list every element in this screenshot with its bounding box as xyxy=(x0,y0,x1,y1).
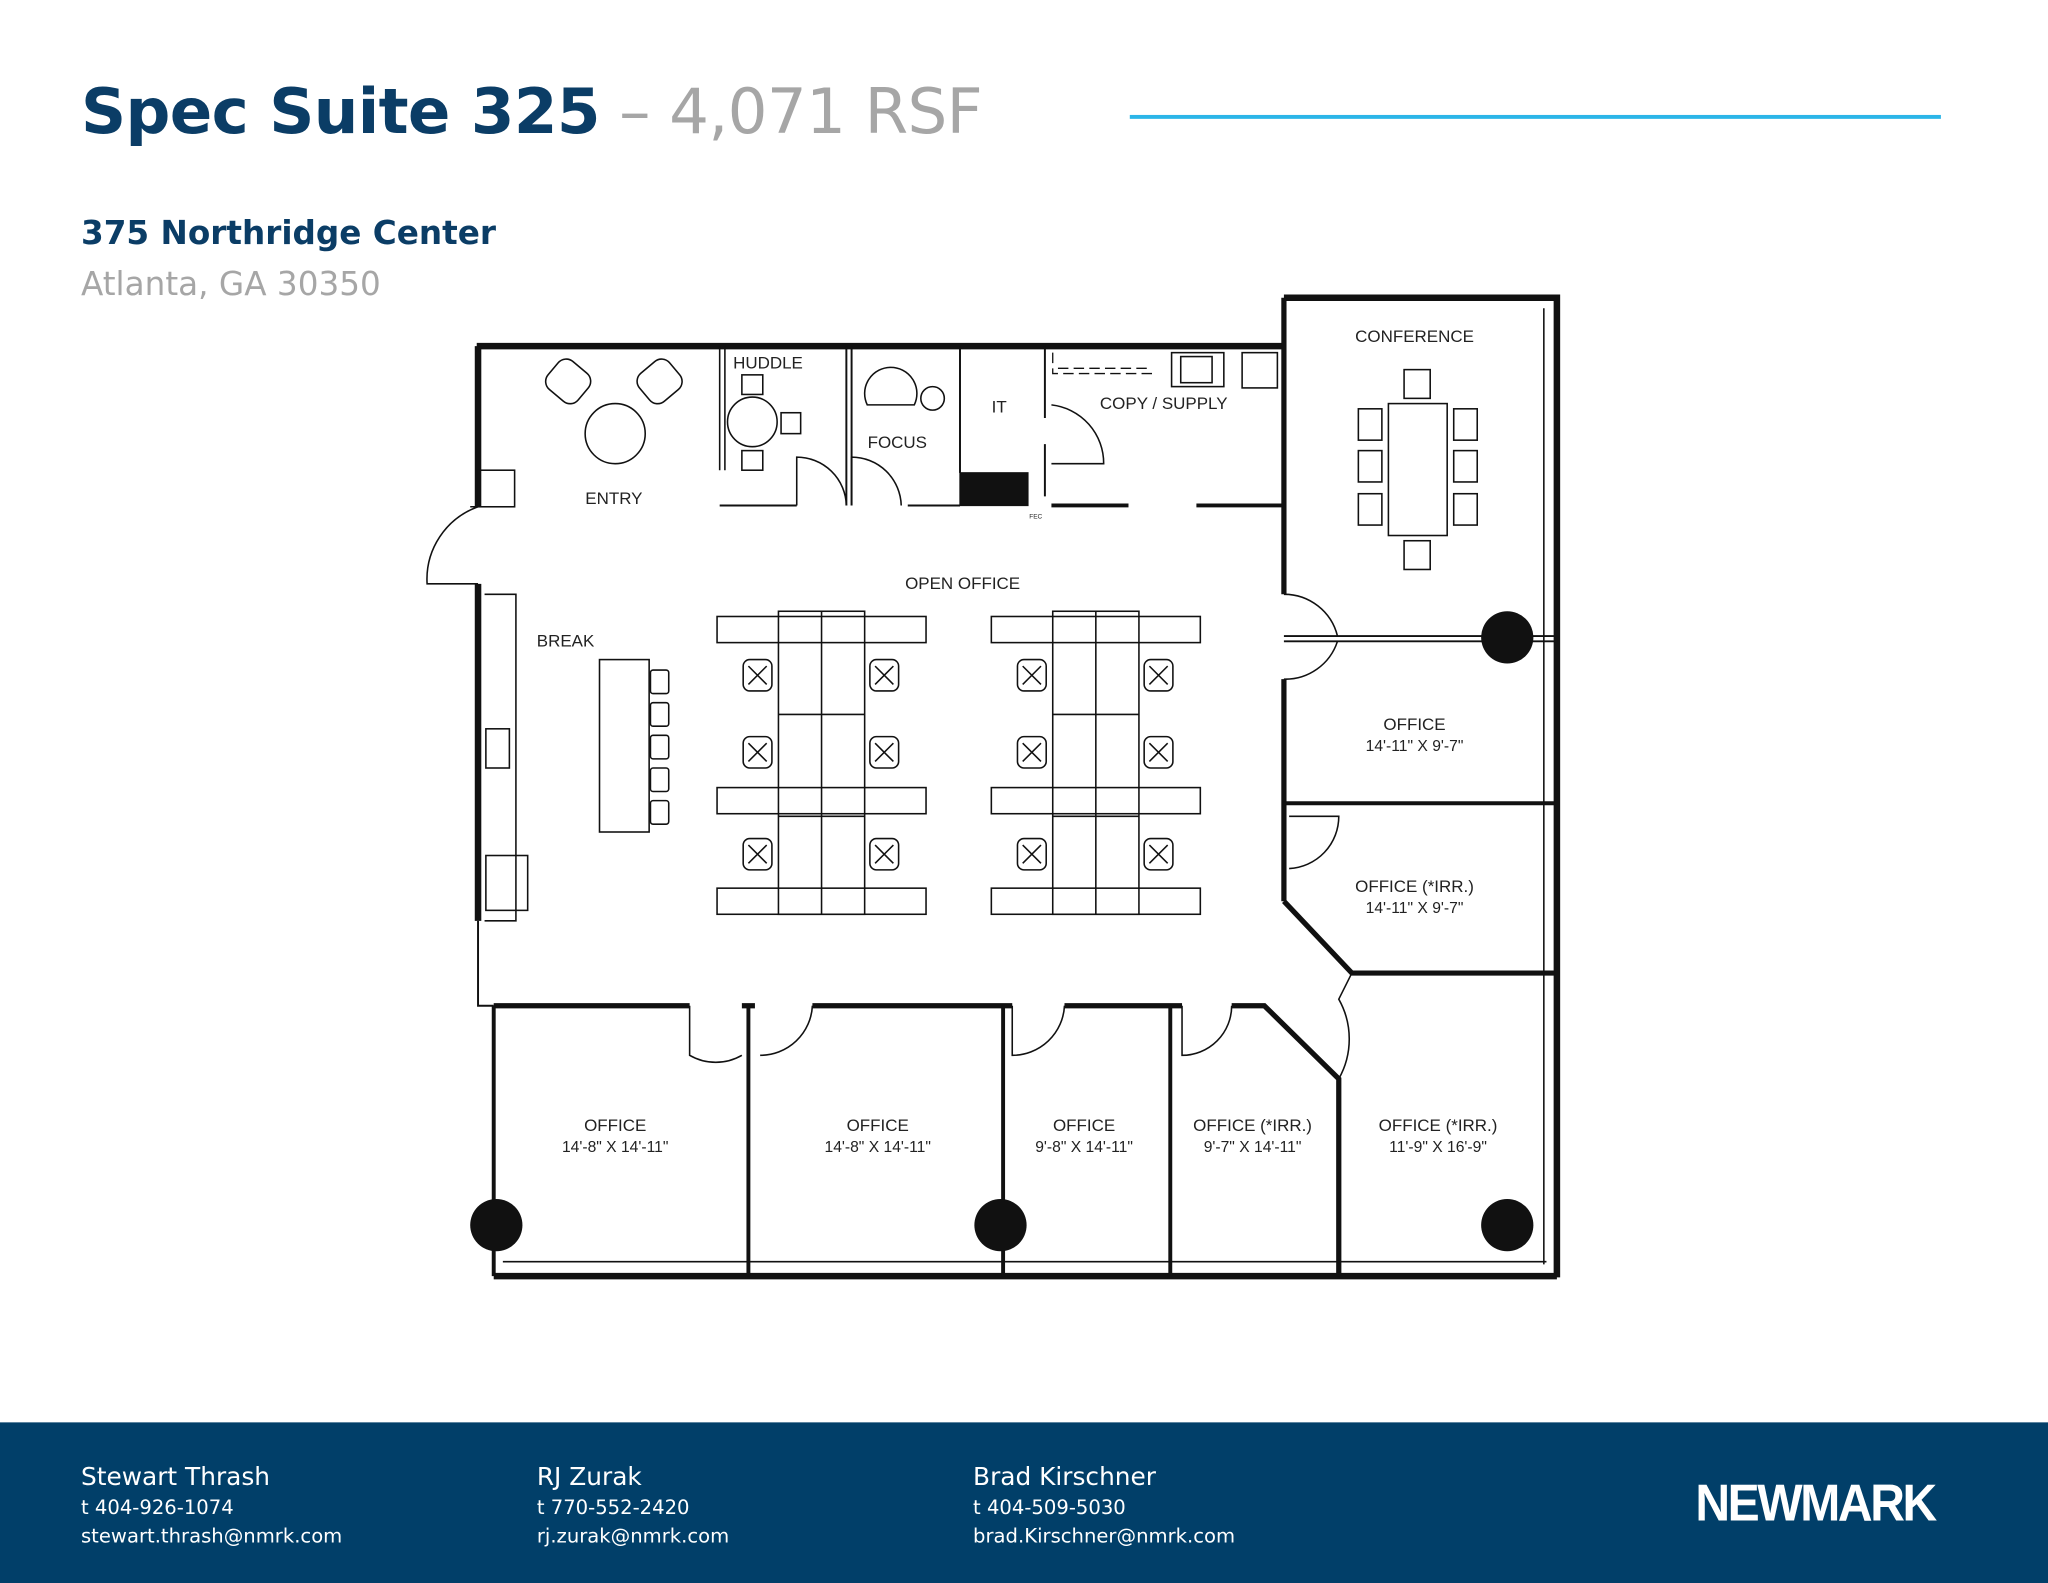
room-label-copy-supply: COPY / SUPPLY xyxy=(1100,394,1228,413)
task-chair xyxy=(1143,658,1174,692)
contact-name: Stewart Thrash xyxy=(80,1462,271,1492)
task-chair xyxy=(869,837,900,871)
furniture xyxy=(544,358,946,471)
bar-stool xyxy=(649,799,670,825)
bar-stool xyxy=(649,701,670,727)
room-size-office-b4: 9'-7" X 14'-11" xyxy=(1204,1139,1302,1156)
page-title: Spec Suite 325 – 4,071 RSF xyxy=(80,75,983,149)
contact-name: Brad Kirschner xyxy=(973,1462,1157,1492)
room-label-office-b5: OFFICE (*IRR.) xyxy=(1379,1116,1498,1135)
contact-email[interactable]: brad.Kirschner@nmrk.com xyxy=(973,1524,1236,1548)
footer: Stewart Thrash t 404-926-1074 stewart.th… xyxy=(0,1422,2048,1583)
contact-email[interactable]: stewart.thrash@nmrk.com xyxy=(80,1524,343,1548)
room-size-office-b3: 9'-8" X 14'-11" xyxy=(1035,1139,1133,1156)
conference-chair xyxy=(1357,449,1383,483)
room-label-it: IT xyxy=(992,398,1007,417)
task-chair xyxy=(1016,837,1047,871)
contact-card: RJ Zurak t 770-552-2420 rj.zurak@nmrk.co… xyxy=(537,1462,729,1551)
task-chair-base xyxy=(1148,742,1169,763)
walls xyxy=(426,294,1561,1280)
task-chair xyxy=(1143,837,1174,871)
contact-phone[interactable]: t 404-926-1074 xyxy=(80,1495,234,1520)
room-size-office-r1: 14'-11" X 9'-7" xyxy=(1366,738,1464,755)
task-chair-base xyxy=(874,844,894,864)
room-label-office-r2: OFFICE (*IRR.) xyxy=(1355,877,1474,896)
contact-name: RJ Zurak xyxy=(536,1462,642,1492)
workstations-and-chairs xyxy=(649,368,1479,916)
task-chair-base xyxy=(1148,665,1169,685)
room-label-conference: CONFERENCE xyxy=(1355,327,1474,346)
room-label-office-b3: OFFICE xyxy=(1053,1116,1115,1135)
contact-phone[interactable]: t 770-552-2420 xyxy=(536,1495,690,1520)
room-label-fec: FEC xyxy=(1029,514,1042,521)
conference-chair xyxy=(1357,408,1383,441)
task-chair-base xyxy=(747,844,768,864)
conference-chair xyxy=(1452,492,1479,526)
task-chair xyxy=(742,658,773,692)
task-chair-base xyxy=(1022,742,1042,763)
room-size-office-b1: 14'-8" X 14'-11" xyxy=(562,1139,668,1156)
bar-stool xyxy=(649,734,670,760)
task-chair-base xyxy=(1148,844,1169,864)
task-chair xyxy=(1016,735,1047,769)
room-size-office-r2: 14'-11" X 9'-7" xyxy=(1366,900,1464,917)
room-label-office-b2: OFFICE xyxy=(847,1116,909,1135)
contact-card: Stewart Thrash t 404-926-1074 stewart.th… xyxy=(81,1462,342,1551)
bar-stool xyxy=(649,669,670,695)
room-label-office-b1: OFFICE xyxy=(584,1116,646,1135)
task-chair xyxy=(1143,735,1174,769)
task-chair xyxy=(742,837,773,871)
room-size-office-b5: 11'-9" X 16'-9" xyxy=(1389,1139,1487,1156)
task-chair-base xyxy=(874,665,894,685)
task-chair-base xyxy=(747,665,768,685)
suite-name: Spec Suite 325 xyxy=(80,75,601,149)
room-label-entry: ENTRY xyxy=(585,489,642,508)
room-labels: ENTRY HUDDLE FOCUS IT COPY / SUPPLY FEC … xyxy=(537,327,1498,1156)
task-chair-base xyxy=(1022,665,1042,685)
conference-chair xyxy=(1403,539,1431,571)
contact-phone[interactable]: t 404-509-5030 xyxy=(973,1495,1126,1520)
room-label-focus: FOCUS xyxy=(868,433,927,452)
room-label-break: BREAK xyxy=(537,632,595,651)
workstation-divider xyxy=(778,611,865,915)
task-chair xyxy=(742,735,773,769)
task-chair xyxy=(1016,658,1047,692)
room-label-open-office: OPEN OFFICE xyxy=(905,574,1020,593)
city-state-zip: Atlanta, GA 30350 xyxy=(80,265,381,304)
contact-card: Brad Kirschner t 404-509-5030 brad.Kirsc… xyxy=(973,1462,1235,1551)
suite-area: – 4,071 RSF xyxy=(619,75,983,149)
task-chair-base xyxy=(747,742,768,763)
conference-chair xyxy=(1452,408,1479,441)
accent-rule xyxy=(1129,114,1941,119)
building-columns xyxy=(470,611,1534,1252)
room-label-office-b4: OFFICE (*IRR.) xyxy=(1193,1116,1312,1135)
room-size-office-b2: 14'-8" X 14'-11" xyxy=(824,1139,930,1156)
room-label-office-r1: OFFICE xyxy=(1383,715,1445,734)
task-chair-base xyxy=(874,742,894,763)
contact-email[interactable]: rj.zurak@nmrk.com xyxy=(536,1524,730,1548)
building-address: 375 Northridge Center xyxy=(80,214,496,253)
room-label-huddle: HUDDLE xyxy=(733,353,803,372)
task-chair xyxy=(869,735,900,769)
conference-chair xyxy=(1452,449,1479,483)
newmark-logo: NEWMARK xyxy=(1695,1474,1937,1533)
conference-chair xyxy=(1403,368,1431,400)
workstation-divider xyxy=(1052,611,1139,915)
task-chair-base xyxy=(1022,844,1042,864)
bar-stool xyxy=(649,767,670,793)
conference-chair xyxy=(1357,492,1383,526)
task-chair xyxy=(869,658,900,692)
